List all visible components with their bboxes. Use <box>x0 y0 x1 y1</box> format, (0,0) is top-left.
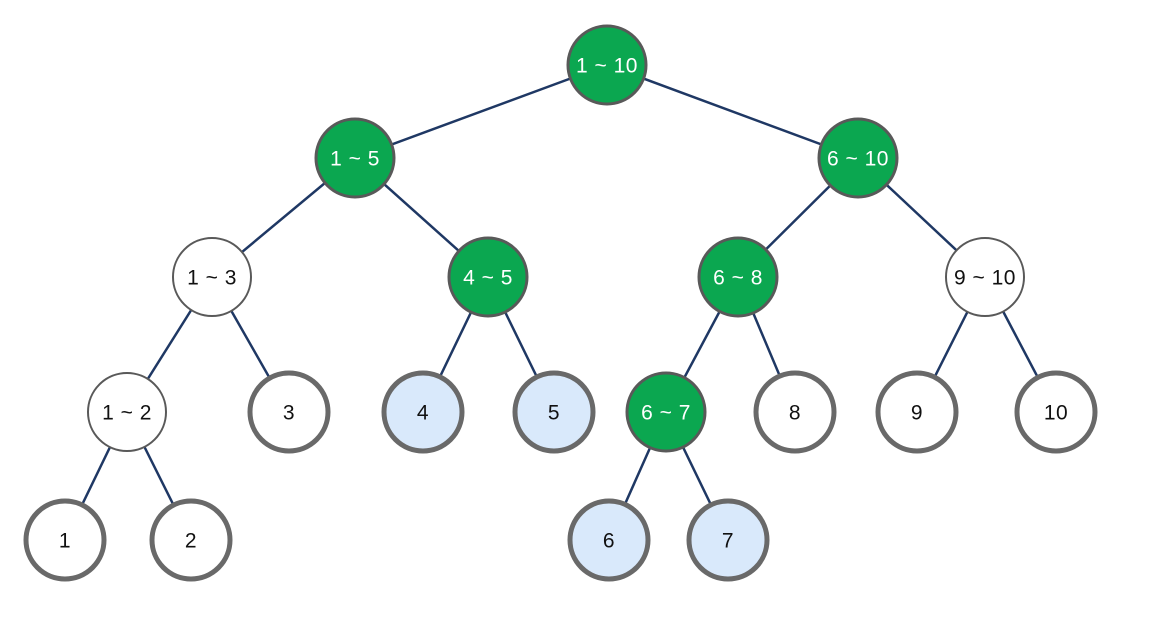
node-circle <box>686 498 770 582</box>
node-leaf-2: 2 <box>149 498 233 582</box>
node-leaf-3: 3 <box>247 370 331 454</box>
node-label: 1 ~ 5 <box>330 147 380 170</box>
node-label: 7 <box>722 529 734 552</box>
node-range-1-10: 1 ~ 10 <box>566 24 648 106</box>
node-circle <box>875 370 959 454</box>
node-circle <box>1014 370 1098 454</box>
node-leaf-10: 10 <box>1014 370 1098 454</box>
node-label: 4 ~ 5 <box>463 266 513 289</box>
node-circle <box>697 236 779 318</box>
node-leaf-6: 6 <box>567 498 651 582</box>
node-label: 9 <box>911 401 923 424</box>
node-label: 1 ~ 10 <box>576 54 638 77</box>
node-label: 1 ~ 2 <box>102 401 152 424</box>
node-label: 2 <box>185 529 197 552</box>
node-circle <box>149 498 233 582</box>
node-leaf-8: 8 <box>753 370 837 454</box>
node-range-9-10: 9 ~ 10 <box>945 237 1025 317</box>
node-range-1-3: 1 ~ 3 <box>172 237 252 317</box>
node-label: 8 <box>789 401 801 424</box>
node-circle <box>753 370 837 454</box>
node-label: 6 ~ 8 <box>713 266 763 289</box>
node-circle <box>247 370 331 454</box>
node-circle <box>447 236 529 318</box>
node-label: 3 <box>283 401 295 424</box>
node-label: 9 ~ 10 <box>954 266 1016 289</box>
node-leaf-5: 5 <box>512 370 596 454</box>
node-circle <box>87 372 167 452</box>
node-label: 1 <box>59 529 71 552</box>
node-range-6-10: 6 ~ 10 <box>817 117 899 199</box>
node-label: 6 <box>603 529 615 552</box>
node-circle <box>23 498 107 582</box>
node-circle <box>512 370 596 454</box>
node-range-1-5: 1 ~ 5 <box>314 117 396 199</box>
node-range-1-2: 1 ~ 2 <box>87 372 167 452</box>
edge-1-10-to-1-5 <box>353 63 609 160</box>
edge-1-10-to-6-10 <box>605 63 860 160</box>
node-label: 4 <box>417 401 429 424</box>
node-circle <box>172 237 252 317</box>
node-circle <box>381 370 465 454</box>
node-label: 6 ~ 10 <box>827 147 889 170</box>
node-range-6-7: 6 ~ 7 <box>625 371 707 453</box>
node-label: 5 <box>548 401 560 424</box>
node-leaf-4: 4 <box>381 370 465 454</box>
node-range-6-8: 6 ~ 8 <box>697 236 779 318</box>
node-leaf-1: 1 <box>23 498 107 582</box>
node-leaf-9: 9 <box>875 370 959 454</box>
node-label: 1 ~ 3 <box>187 266 237 289</box>
node-circle <box>945 237 1025 317</box>
node-circle <box>567 498 651 582</box>
node-circle <box>817 117 899 199</box>
node-circle <box>314 117 396 199</box>
node-leaf-7: 7 <box>686 498 770 582</box>
tree-nodes: 1 ~ 10 1 ~ 5 6 ~ 10 1 ~ 3 4 ~ 5 6 ~ 8 <box>23 24 1098 582</box>
node-circle <box>625 371 707 453</box>
node-label: 6 ~ 7 <box>641 401 691 424</box>
node-circle <box>566 24 648 106</box>
node-range-4-5: 4 ~ 5 <box>447 236 529 318</box>
node-label: 10 <box>1044 401 1068 424</box>
